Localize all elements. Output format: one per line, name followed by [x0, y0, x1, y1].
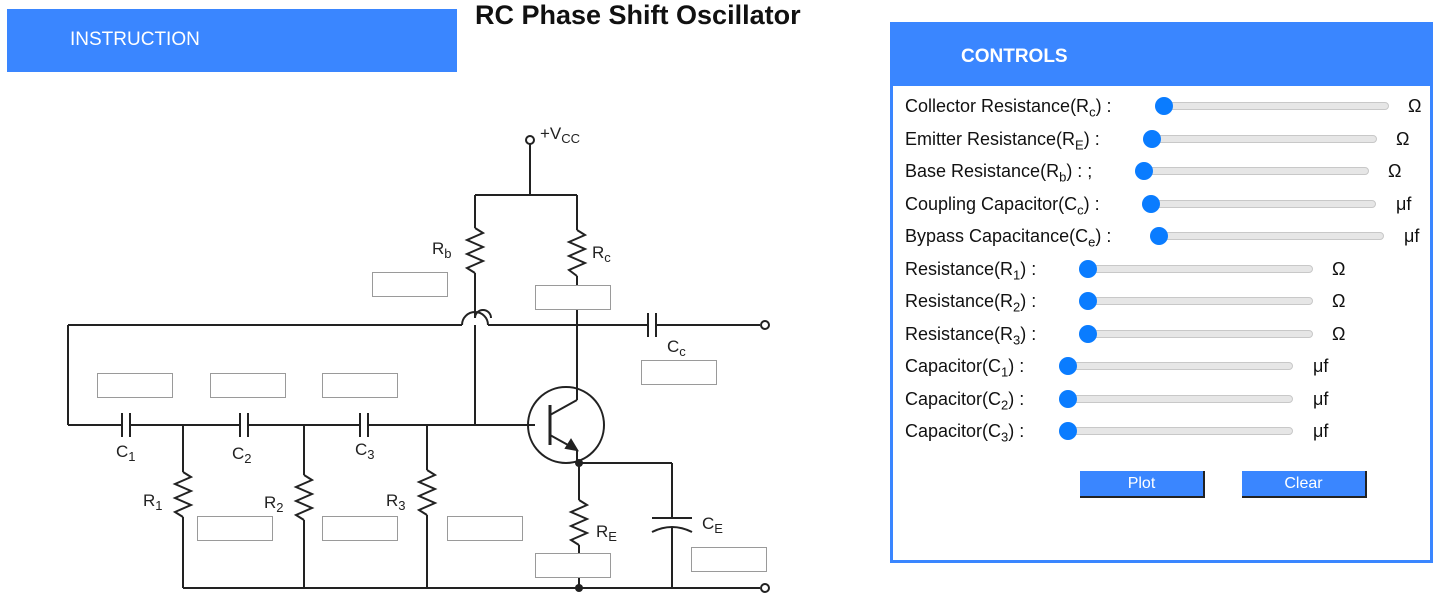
rb-label: Rb [432, 239, 452, 261]
unit-label: μf [1396, 194, 1412, 214]
r3-value-input[interactable] [447, 516, 523, 541]
resistance-r2-slider[interactable] [1079, 297, 1313, 305]
unit-label: Ω [1332, 259, 1346, 279]
unit-label: μf [1313, 356, 1329, 376]
r1-resistor [172, 471, 194, 518]
resistance-r3-slider[interactable] [1079, 330, 1313, 338]
unit-label: Ω [1388, 161, 1402, 181]
capacitor-c1-control: Capacitor(C1) : μf [905, 353, 1425, 383]
unit-label: Ω [1396, 129, 1410, 149]
c2-value-input[interactable] [210, 373, 286, 398]
bypass-capacitance-slider[interactable] [1150, 232, 1384, 240]
r1-label: R1 [143, 491, 163, 513]
capacitor-c2-slider[interactable] [1059, 395, 1293, 403]
vcc-terminal [525, 135, 535, 145]
re-value-input[interactable] [535, 553, 611, 578]
resistance-r2-control: Resistance(R2) : Ω [905, 288, 1425, 318]
transistor [527, 386, 605, 464]
c3-label: C3 [355, 440, 375, 462]
rc-value-input[interactable] [535, 285, 611, 310]
base-resistance-control: Base Resistance(Rb) : ; Ω [905, 158, 1425, 188]
unit-label: μf [1404, 226, 1420, 246]
circuit-diagram: +VCC Rb Rc Cc C1 C2 C3 R1 R2 R3 [67, 124, 770, 593]
cc-label: Cc [667, 337, 686, 359]
controls-heading: CONTROLS [961, 46, 1068, 67]
unit-label: Ω [1408, 96, 1422, 116]
control-label: Resistance(R3) : [905, 324, 1037, 348]
resistance-r1-slider[interactable] [1079, 265, 1313, 273]
control-label: Coupling Capacitor(Cc) : [905, 194, 1100, 218]
output-terminal [760, 320, 770, 330]
slider-thumb[interactable] [1143, 130, 1161, 148]
unit-label: μf [1313, 421, 1329, 441]
capacitor-c1-slider[interactable] [1059, 362, 1293, 370]
capacitor-c3-slider[interactable] [1059, 427, 1293, 435]
control-label: Bypass Capacitance(Ce) : [905, 226, 1112, 250]
emitter-resistance-control: Emitter Resistance(RE) : Ω [905, 126, 1425, 156]
slider-thumb[interactable] [1155, 97, 1173, 115]
rb-resistor [464, 227, 486, 274]
page-title: RC Phase Shift Oscillator [475, 0, 801, 30]
instruction-button[interactable]: INSTRUCTION [7, 9, 457, 72]
slider-thumb[interactable] [1079, 260, 1097, 278]
controls-header: CONTROLS [893, 25, 1430, 86]
unit-label: Ω [1332, 324, 1346, 344]
slider-thumb[interactable] [1142, 195, 1160, 213]
slider-thumb[interactable] [1059, 390, 1077, 408]
resistance-r3-control: Resistance(R3) : Ω [905, 321, 1425, 351]
rc-resistor [566, 229, 588, 277]
resistance-r1-control: Resistance(R1) : Ω [905, 256, 1425, 286]
ce-label: CE [702, 514, 723, 536]
base-resistance-slider[interactable] [1135, 167, 1369, 175]
re-label: RE [596, 522, 617, 544]
plot-button[interactable]: Plot [1080, 471, 1205, 498]
ce-value-input[interactable] [691, 547, 767, 572]
slider-thumb[interactable] [1079, 292, 1097, 310]
instruction-label: INSTRUCTION [70, 29, 200, 50]
c1-value-input[interactable] [97, 373, 173, 398]
c2-label: C2 [232, 444, 252, 466]
vcc-label: +VCC [540, 124, 580, 146]
slider-thumb[interactable] [1135, 162, 1153, 180]
slider-thumb[interactable] [1150, 227, 1168, 245]
r3-resistor [416, 469, 438, 516]
r1-value-input[interactable] [197, 516, 273, 541]
control-label: Capacitor(C2) : [905, 389, 1025, 413]
capacitor-c2-control: Capacitor(C2) : μf [905, 386, 1425, 416]
cc-value-input[interactable] [641, 360, 717, 385]
slider-thumb[interactable] [1059, 422, 1077, 440]
c3-value-input[interactable] [322, 373, 398, 398]
re-resistor [568, 499, 590, 546]
clear-button[interactable]: Clear [1242, 471, 1367, 498]
slider-thumb[interactable] [1059, 357, 1077, 375]
collector-resistance-slider[interactable] [1155, 102, 1389, 110]
control-label: Resistance(R2) : [905, 291, 1037, 315]
r2-label: R2 [264, 493, 284, 515]
coupling-capacitor-control: Coupling Capacitor(Cc) : μf [905, 191, 1425, 221]
collector-resistance-control: Collector Resistance(Rc) : Ω [905, 93, 1425, 123]
control-label: Capacitor(C3) : [905, 421, 1025, 445]
r2-value-input[interactable] [322, 516, 398, 541]
rc-label: Rc [592, 243, 611, 265]
ground-terminal [760, 583, 770, 593]
capacitor-c3-control: Capacitor(C3) : μf [905, 418, 1425, 448]
c1-label: C1 [116, 442, 136, 464]
control-label: Resistance(R1) : [905, 259, 1037, 283]
r2-resistor [293, 474, 315, 521]
control-label: Capacitor(C1) : [905, 356, 1025, 380]
control-label: Collector Resistance(Rc) : [905, 96, 1112, 120]
controls-panel: CONTROLS Collector Resistance(Rc) : Ω Em… [890, 22, 1433, 563]
r3-label: R3 [386, 491, 406, 513]
emitter-resistance-slider[interactable] [1143, 135, 1377, 143]
coupling-capacitor-slider[interactable] [1142, 200, 1376, 208]
control-label: Emitter Resistance(RE) : [905, 129, 1100, 153]
rb-value-input[interactable] [372, 272, 448, 297]
slider-thumb[interactable] [1079, 325, 1097, 343]
control-label: Base Resistance(Rb) : ; [905, 161, 1093, 185]
unit-label: μf [1313, 389, 1329, 409]
bypass-capacitance-control: Bypass Capacitance(Ce) : μf [905, 223, 1430, 253]
unit-label: Ω [1332, 291, 1346, 311]
